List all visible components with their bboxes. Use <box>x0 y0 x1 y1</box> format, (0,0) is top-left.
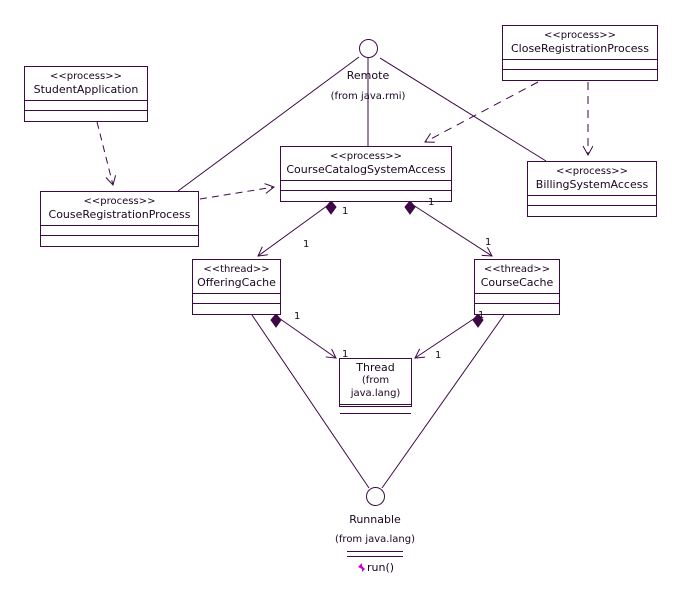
interface-lollipop-icon <box>359 39 378 58</box>
class-stereotype: <<process>> <box>556 166 628 177</box>
attributes-compartment <box>528 195 656 205</box>
attributes-compartment <box>475 293 559 303</box>
interface-name: Runnable <box>349 513 401 526</box>
interface-operation-row: run() <box>357 561 394 574</box>
attributes-compartment <box>503 59 657 69</box>
class-stereotype: <<thread>> <box>483 264 551 275</box>
operations-compartment <box>41 235 198 245</box>
operation-marker-icon <box>357 562 366 572</box>
class-stereotype: <<process>> <box>544 30 616 41</box>
class-header: <<thread>> OfferingCache <box>193 260 280 293</box>
operations-compartment <box>475 303 559 313</box>
class-name: StudentApplication <box>33 83 139 96</box>
operations-compartment <box>340 413 411 422</box>
multiplicity-label: 1 <box>485 237 492 248</box>
class-name: CloseRegistrationProcess <box>510 42 650 55</box>
multiplicity-label: 1 <box>294 311 301 322</box>
class-header: <<thread>> CourseCache <box>475 260 559 293</box>
interface-separator-2 <box>347 556 403 557</box>
class-stereotype: <<process>> <box>330 151 402 162</box>
interface-package: (from java.lang) <box>335 534 415 545</box>
class-course-cache[interactable]: <<thread>> CourseCache <box>474 259 560 315</box>
class-couse-registration-process[interactable]: <<process>> CouseRegistrationProcess <box>40 191 199 247</box>
class-stereotype: <<process>> <box>83 196 156 207</box>
operation-label: run() <box>367 561 395 574</box>
class-header: <<process>> CloseRegistrationProcess <box>503 26 657 59</box>
multiplicity-label: 1 <box>342 206 349 217</box>
attributes-compartment <box>340 404 411 413</box>
interface-lollipop-icon <box>366 487 385 506</box>
class-offering-cache[interactable]: <<thread>> OfferingCache <box>192 259 281 315</box>
multiplicity-label: 1 <box>478 310 485 321</box>
class-stereotype: <<process>> <box>50 71 122 82</box>
operations-compartment <box>193 303 280 313</box>
operations-compartment <box>281 190 451 200</box>
class-header: <<process>> StudentApplication <box>25 67 147 100</box>
class-name: BillingSystemAccess <box>535 178 649 191</box>
multiplicity-label: 1 <box>435 350 442 361</box>
attributes-compartment <box>281 180 451 190</box>
class-name: OfferingCache <box>197 276 276 289</box>
attributes-compartment <box>41 225 198 235</box>
class-package: (from java.lang) <box>350 375 401 399</box>
class-header: <<process>> BillingSystemAccess <box>528 162 656 195</box>
multiplicity-label: 1 <box>428 197 435 208</box>
attributes-compartment <box>193 293 280 303</box>
class-name: CourseCache <box>480 276 554 289</box>
class-stereotype: <<thread>> <box>203 264 270 275</box>
operations-compartment <box>25 110 147 120</box>
interface-separator-1 <box>347 551 403 552</box>
multiplicity-label: 1 <box>303 239 310 250</box>
operations-compartment <box>528 205 656 215</box>
multiplicity-label: 1 <box>342 349 349 360</box>
attributes-compartment <box>25 100 147 110</box>
class-name: CouseRegistrationProcess <box>48 208 191 221</box>
class-billing-system-access[interactable]: <<process>> BillingSystemAccess <box>527 161 657 217</box>
class-student-application[interactable]: <<process>> StudentApplication <box>24 66 148 122</box>
class-header: <<process>> CouseRegistrationProcess <box>41 192 198 225</box>
operations-compartment <box>503 69 657 79</box>
